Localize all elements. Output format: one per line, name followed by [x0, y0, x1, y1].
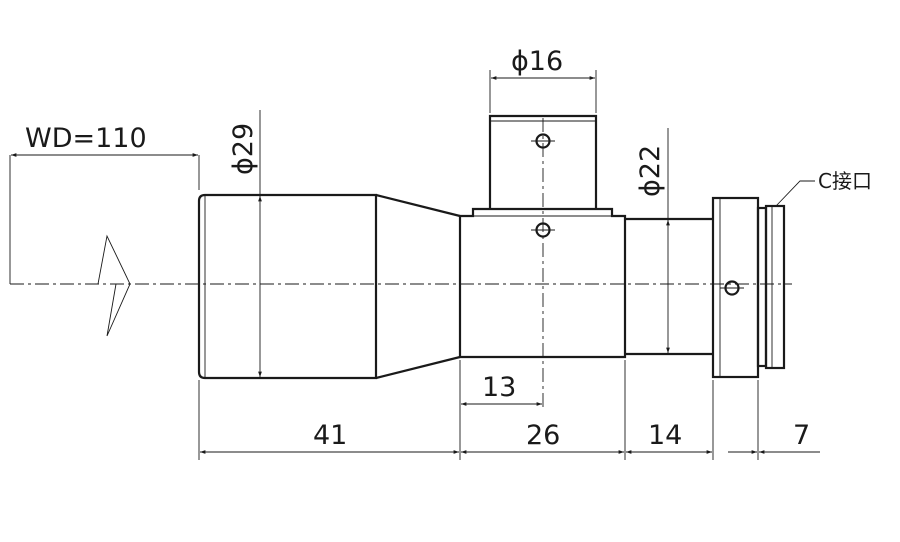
diameter-29-label: ϕ29	[228, 123, 259, 175]
diameter-16-label: ϕ16	[511, 46, 563, 77]
dimension-length-13: 13	[461, 372, 542, 406]
c-mount-label: C接口	[818, 169, 872, 193]
length-26-label: 26	[526, 420, 560, 451]
length-41-label: 41	[313, 420, 347, 451]
central-body	[458, 207, 627, 359]
dimension-length-26: 26	[461, 420, 624, 454]
dimension-working-distance: WD=110	[10, 123, 200, 190]
length-7-label: 7	[793, 420, 810, 451]
diameter-22-label: ϕ22	[635, 145, 666, 197]
dimension-diameter-29: ϕ29	[228, 110, 262, 377]
dimension-diameter-22: ϕ22	[635, 128, 670, 353]
c-mount-thread	[756, 204, 786, 370]
front-barrel	[197, 193, 378, 380]
working-distance-break-symbol	[9, 155, 131, 337]
dimension-diameter-16: ϕ16	[489, 46, 597, 113]
c-mount-leader: C接口	[775, 169, 872, 207]
dimension-length-41: 41	[200, 420, 459, 454]
dimension-length-7: 7	[728, 420, 820, 454]
dimension-length-14: 14	[626, 420, 712, 454]
rear-barrel	[625, 217, 713, 356]
working-distance-label: WD=110	[25, 123, 147, 154]
length-13-label: 13	[482, 372, 516, 403]
length-14-label: 14	[648, 420, 682, 451]
taper-section	[375, 193, 461, 380]
bottom-extension-lines	[198, 360, 759, 460]
screw-flange	[720, 280, 744, 296]
